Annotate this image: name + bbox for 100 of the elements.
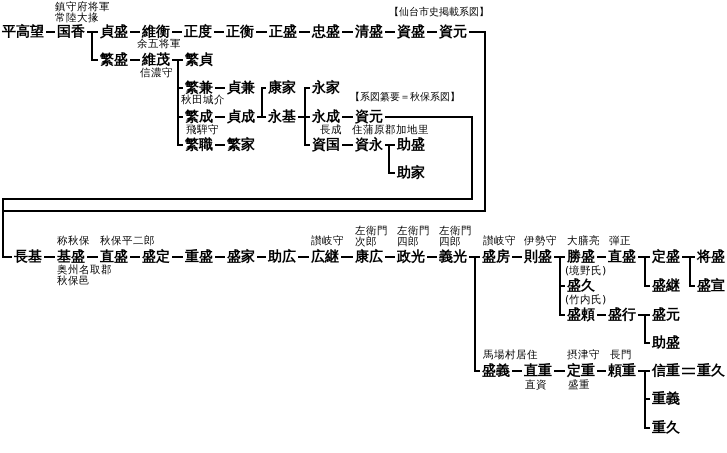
person-name: 正盛: [267, 24, 299, 40]
lineage-line: [46, 31, 55, 33]
lineage-line: [469, 256, 480, 372]
person-name: 貞兼: [225, 80, 257, 96]
lineage-line: [342, 116, 353, 118]
person-name: 直重: [522, 363, 554, 379]
lineage-line: [597, 256, 606, 258]
person-name: 繁成: [183, 109, 215, 125]
lineage-line: [512, 256, 522, 258]
person-name: 重義: [650, 391, 682, 407]
person-name: 国香: [55, 24, 87, 40]
annotation: 住蒲原郡加地里: [352, 125, 429, 136]
person-name: 基盛: [55, 249, 87, 265]
annotation: (境野氏): [565, 266, 606, 277]
person-name: 資元: [353, 109, 385, 125]
person-name: 繁職: [183, 137, 215, 153]
person-name: 助盛: [650, 335, 682, 351]
person-name: 永成: [310, 109, 342, 125]
person-name: 広継: [309, 249, 341, 265]
person-name: 重久: [695, 363, 727, 379]
person-name: 清盛: [353, 24, 385, 40]
lineage-line: [172, 256, 183, 258]
person-name: 盛宣: [695, 278, 727, 294]
person-name: 直盛: [606, 249, 638, 265]
lineage-line: [215, 256, 225, 258]
lineage-line: [554, 370, 565, 372]
person-name: 助家: [395, 165, 427, 181]
person-name: 長基: [12, 249, 44, 265]
person-name: 義光: [437, 249, 469, 265]
lineage-line: [385, 256, 395, 258]
lineage-line: [638, 256, 650, 287]
person-name: 盛継: [650, 278, 682, 294]
lineage-line: [257, 256, 266, 258]
lineage-line: [512, 370, 522, 372]
person-name: 盛元: [650, 307, 682, 323]
annotation: 讃岐守: [483, 236, 516, 247]
annotation: 弾正: [609, 236, 631, 247]
annotation: 長門: [610, 350, 632, 361]
person-name: 繁家: [225, 137, 257, 153]
lineage-line: [597, 370, 606, 372]
annotation: 余五将軍: [137, 39, 181, 50]
person-name: 則盛: [522, 249, 554, 265]
lineage-line: [427, 256, 437, 258]
lineage-line: [87, 31, 98, 61]
person-name: 平高望: [0, 24, 46, 40]
person-name: 繁貞: [183, 52, 215, 68]
lineage-line: [2, 116, 473, 258]
lineage-line: [172, 31, 182, 33]
lineage-line: [214, 31, 224, 33]
person-name: 康広: [353, 249, 385, 265]
person-name: 定盛: [650, 249, 682, 265]
lineage-line: [682, 256, 695, 287]
lineage-line: [215, 87, 225, 89]
person-name: 信重: [650, 363, 682, 379]
annotation: 長成: [320, 125, 342, 136]
lineage-line: [215, 144, 225, 146]
lineage-line: [341, 256, 353, 258]
annotation: 伊勢守: [524, 236, 557, 247]
double-line: [681, 368, 696, 374]
lineage-line: [130, 256, 140, 258]
annotation: 左衛門次郎: [355, 226, 389, 248]
person-name: 勝盛: [565, 249, 597, 265]
person-name: 助広: [266, 249, 298, 265]
person-name: 定重: [565, 363, 597, 379]
person-name: 重盛: [183, 249, 215, 265]
annotation: 常陸大掾: [55, 13, 99, 24]
person-name: 貞成: [225, 109, 257, 125]
lineage-line: [342, 144, 353, 146]
person-name: 盛義: [480, 363, 512, 379]
person-name: 盛頼: [565, 307, 597, 323]
person-name: 重久: [650, 420, 682, 436]
annotation: 直資: [525, 380, 547, 391]
lineage-line: [638, 314, 650, 344]
person-name: 正度: [182, 24, 214, 40]
annotation: 馬場村居住: [483, 350, 538, 361]
person-name: 維衡: [140, 24, 172, 40]
lineage-line: [597, 314, 606, 316]
person-name: 盛房: [480, 249, 512, 265]
annotation: 摂津守: [567, 350, 600, 361]
annotation: 左衛門四郎: [397, 226, 431, 248]
person-name: 繁盛: [98, 52, 130, 68]
person-name: 直盛: [98, 249, 130, 265]
person-name: 盛定: [140, 249, 172, 265]
lineage-line: [385, 144, 395, 174]
person-name: 永家: [310, 80, 342, 96]
annotation: 信濃守: [140, 68, 173, 79]
person-name: 永基: [266, 109, 298, 125]
person-name: 将盛: [695, 249, 727, 265]
person-name: 政光: [395, 249, 427, 265]
annotation: (竹内氏): [565, 295, 606, 306]
annotation: 鎮守府将軍: [55, 2, 110, 13]
lineage-line: [554, 256, 565, 316]
annotation: 称秋保: [57, 236, 90, 247]
lineage-line: [342, 31, 353, 33]
person-name: 資元: [437, 24, 469, 40]
person-name: 忠盛: [310, 24, 342, 40]
lineage-line: [638, 370, 650, 429]
lineage-line: [385, 31, 395, 33]
person-name: 資永: [353, 137, 385, 153]
person-name: 康家: [266, 80, 298, 96]
